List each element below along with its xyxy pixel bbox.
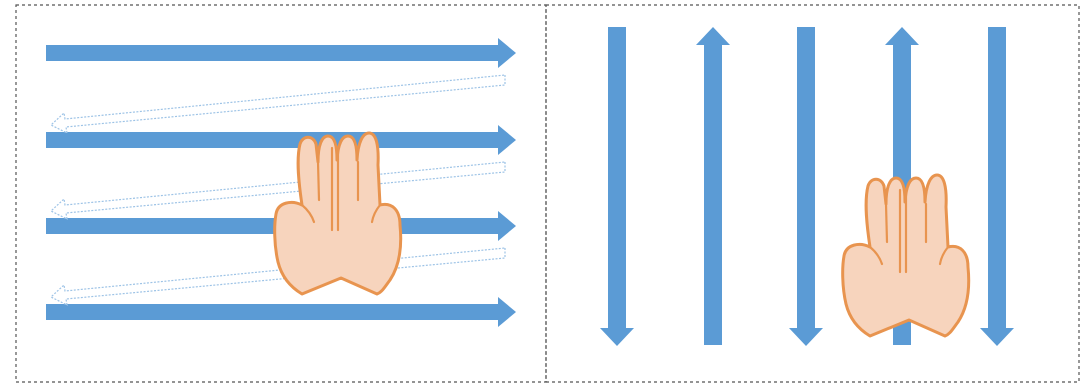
left-panel	[46, 38, 516, 327]
arrow-right-icon	[46, 125, 516, 155]
arrow-down-icon	[980, 27, 1014, 346]
arrow-right-icon	[46, 297, 516, 327]
arrow-down-icon	[600, 27, 634, 346]
hand-icon	[275, 133, 401, 294]
arrow-right-icon	[46, 38, 516, 68]
hand-icon	[843, 175, 969, 336]
right-panel	[600, 27, 1014, 346]
arrow-down-icon	[789, 27, 823, 346]
arrow-up-icon	[696, 27, 730, 345]
arrow-left-outline-icon	[51, 75, 505, 133]
